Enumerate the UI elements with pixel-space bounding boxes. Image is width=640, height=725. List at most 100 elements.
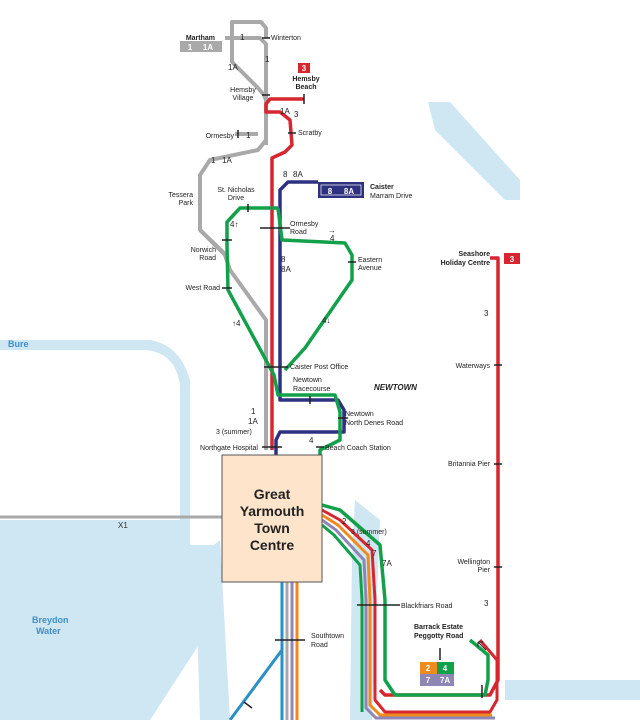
route-label-4-left-up: ↑4 bbox=[232, 319, 241, 328]
badge-martham-a: 1 bbox=[188, 43, 193, 52]
stop-tessera-park-2: Park bbox=[179, 200, 194, 207]
stop-caister-post-office: Caister Post Office bbox=[290, 364, 348, 371]
stop-st-nicholas-2: Drive bbox=[228, 195, 244, 202]
area-label-newtown: NEWTOWN bbox=[374, 383, 417, 392]
water-bodies bbox=[0, 102, 640, 720]
town-centre-box[interactable] bbox=[221, 454, 323, 583]
water-label-breydon: Breydon bbox=[32, 615, 69, 625]
badge-martham-b: 1A bbox=[203, 43, 213, 52]
route-1-vertical-top bbox=[230, 20, 268, 38]
stop-norwich-road-2: Road bbox=[199, 255, 216, 262]
route-bundle-south bbox=[228, 582, 299, 721]
route-label-1a-left: 1A bbox=[228, 63, 238, 72]
badge-barrack-c: 7 bbox=[426, 676, 431, 685]
stop-blackfriars-road: Blackfriars Road bbox=[401, 603, 452, 610]
route-1-west-road bbox=[198, 228, 228, 257]
route-label-1a-tessera: 1A bbox=[222, 156, 232, 165]
stop-labels: Martham Winterton Hemsby Village Hemsby … bbox=[168, 35, 490, 649]
badge-caister-bg bbox=[318, 182, 364, 198]
harbour-channel bbox=[505, 680, 640, 700]
stop-eastern-avenue-1: Eastern bbox=[358, 257, 382, 264]
stop-wellington-pier-2: Pier bbox=[478, 567, 491, 574]
route-blue-southwest bbox=[228, 649, 284, 721]
route-bundle-southeast bbox=[321, 508, 499, 720]
stop-tick-blue-sw bbox=[243, 701, 253, 709]
route-number-labels: 1 1 1A 1 1A 3 1 1A 8 8A 4↑ → 4 8 8A ↑4 4… bbox=[211, 33, 489, 608]
route-1-south bbox=[198, 110, 268, 450]
route-label-3-east-2: 3 bbox=[484, 599, 489, 608]
route-label-8-vert: 8 bbox=[281, 255, 286, 264]
stop-ormesby-road-1: Ormesby bbox=[290, 221, 319, 228]
water-label-breydon-2: Water bbox=[36, 626, 61, 636]
stop-ormesby-road-2: Road bbox=[290, 229, 307, 236]
route-7-south-east bbox=[321, 518, 495, 720]
route-label-8a: 8A bbox=[293, 170, 303, 179]
route-label-north-3: 3 (summer) bbox=[216, 429, 252, 436]
route-7a-south-east bbox=[321, 523, 364, 712]
stop-newtown-racecourse-1: Newtown bbox=[293, 377, 322, 384]
stop-ticks bbox=[222, 37, 502, 709]
route-label-3-scratby: 3 bbox=[294, 110, 299, 119]
route-label-4-up: 4↑ bbox=[230, 220, 238, 229]
stop-martham: Martham bbox=[186, 35, 215, 42]
route-label-1-top: 1 bbox=[240, 33, 245, 42]
stop-newtown-north-denes-2: North Denes Road bbox=[345, 420, 403, 427]
route-label-4-right-down: 4↓ bbox=[322, 316, 330, 325]
route-label-north-1: 1 bbox=[251, 407, 256, 416]
route-label-1-ormesby: 1 bbox=[246, 131, 251, 140]
route-3 bbox=[264, 97, 500, 697]
stop-west-road: West Road bbox=[186, 285, 221, 292]
badge-caister-a: 8 bbox=[328, 187, 333, 196]
stop-barrack-estate-2: Peggotty Road bbox=[414, 633, 463, 640]
route-label-8a-vert: 8A bbox=[281, 265, 291, 274]
water-label-bure: Bure bbox=[8, 339, 29, 349]
river-bure-outer bbox=[0, 350, 180, 520]
stop-hemsby-village-2: Village bbox=[233, 95, 254, 102]
route-label-7: 7 bbox=[372, 549, 377, 558]
route-2-south-east bbox=[321, 513, 492, 717]
stop-tessera-park-1: Tessera bbox=[168, 192, 193, 199]
badge-barrack-b: 4 bbox=[443, 664, 448, 673]
badge-martham-bg bbox=[180, 41, 222, 52]
route-4-loop bbox=[225, 206, 342, 455]
stop-caister-1: Caister bbox=[370, 184, 394, 191]
badge-barrack-a: 2 bbox=[426, 664, 431, 673]
stop-seashore-2: Holiday Centre bbox=[441, 260, 491, 267]
route-label-north-1a: 1A bbox=[248, 417, 258, 426]
route-label-2: 2 bbox=[342, 517, 347, 526]
stop-hemsby-beach-2: Beach bbox=[295, 84, 316, 91]
stop-norwich-road-1: Norwich bbox=[191, 247, 216, 254]
route-8-caister bbox=[274, 180, 346, 455]
stop-waterways: Waterways bbox=[456, 363, 491, 370]
stop-hemsby-village-1: Hemsby bbox=[230, 87, 256, 94]
route-label-4-right: 4 bbox=[330, 234, 335, 243]
stop-st-nicholas-1: St. Nicholas bbox=[217, 187, 255, 194]
stop-newtown-north-denes-1: Newtown bbox=[345, 411, 374, 418]
stop-southtown-road-2: Road bbox=[311, 642, 328, 649]
stop-northgate-hospital: Northgate Hospital bbox=[200, 445, 258, 452]
stop-seashore-1: Seashore bbox=[458, 251, 490, 258]
town-centre-line3: Town bbox=[254, 520, 290, 536]
route-label-3-summer: 3 (summer) bbox=[351, 529, 387, 536]
river-yare bbox=[195, 540, 230, 720]
route-label-7a: 7A bbox=[382, 559, 392, 568]
stop-eastern-avenue-2: Avenue bbox=[358, 265, 382, 272]
badge-barrack: 2 4 7 7A bbox=[420, 662, 454, 686]
route-3-seashore bbox=[378, 256, 500, 697]
route-label-4-coach: 4 bbox=[309, 436, 314, 445]
stop-newtown-racecourse-2: Racecourse bbox=[293, 386, 330, 393]
route-8-8a bbox=[274, 180, 346, 455]
sea-strip bbox=[505, 200, 640, 720]
route-label-4-right-arrow: → bbox=[328, 226, 336, 235]
route-label-4-se: 4 bbox=[366, 539, 371, 548]
route-4 bbox=[225, 206, 490, 697]
route-label-1-tessera: 1 bbox=[211, 156, 216, 165]
badge-barrack-4 bbox=[437, 662, 454, 674]
badge-seashore-text: 3 bbox=[510, 255, 515, 264]
direction-arrow bbox=[477, 641, 487, 651]
badge-seashore-bg bbox=[504, 253, 520, 264]
badge-hemsby-beach-text: 3 bbox=[302, 64, 307, 73]
route-3-south-east bbox=[321, 508, 499, 714]
